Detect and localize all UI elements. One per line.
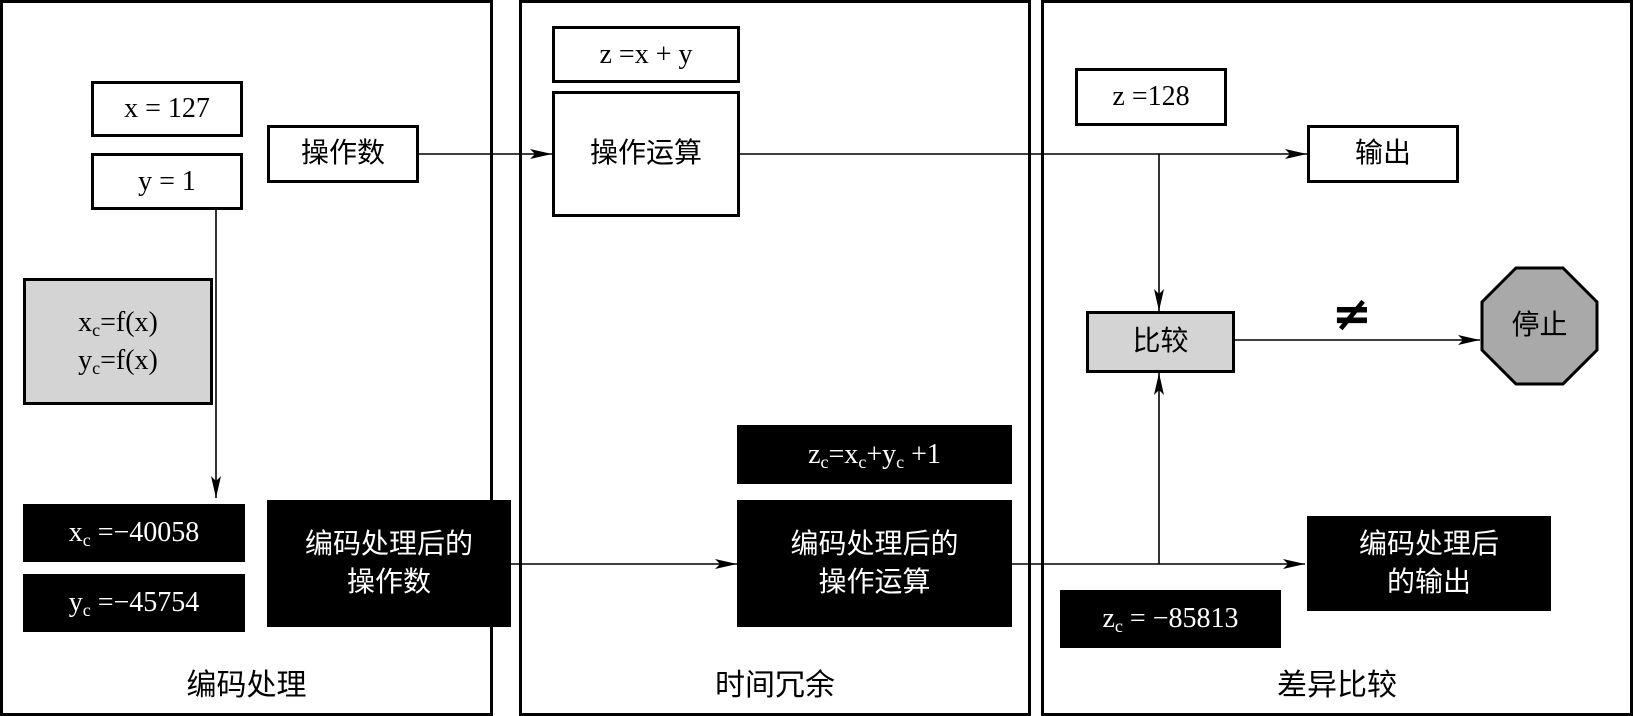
xc-value-text: xc =−40058 [68,517,200,551]
panel-title-time-redundancy: 时间冗余 [715,669,835,702]
output-box: 输出 [1307,125,1459,183]
encoded-operation-line1: 编码处理后的 [790,528,959,560]
yc-function-text: yc=f(x) [78,344,158,378]
xc-value-box: xc =−40058 [23,504,245,562]
operand-box: 操作数 [267,125,419,183]
y-value-box: y = 1 [91,153,243,210]
encoded-output-box: 编码处理后 的输出 [1307,516,1551,611]
encoded-output-line1: 编码处理后 [1358,528,1499,560]
yc-value-box: yc =−45754 [23,574,245,632]
encoded-operand-box: 编码处理后的 操作数 [267,500,511,627]
z-formula-box: z =x + y [552,26,740,83]
stop-text: 停止 [1511,310,1568,342]
z-value-text: z =128 [1112,81,1190,113]
zc-formula-text: zc=xc+yc +1 [808,438,941,472]
zc-value-box: zc = −85813 [1060,590,1281,648]
encoded-output-line2: 的输出 [1386,566,1471,598]
panel-title-compare: 差异比较 [1277,669,1397,702]
panel-title-encode: 编码处理 [186,669,307,702]
y-value-text: y = 1 [138,165,196,197]
operand-text: 操作数 [300,138,385,170]
encoded-operation-box: 编码处理后的 操作运算 [737,500,1012,627]
x-value-box: x = 127 [91,81,243,137]
not-equal-text: ≠ [1331,285,1373,342]
encoded-operand-line1: 编码处理后的 [304,528,473,560]
stop-octagon [1480,266,1599,386]
not-equal-symbol: ≠ [1322,286,1382,342]
compare-box: 比较 [1086,311,1235,373]
operation-box: 操作运算 [552,91,740,217]
xc-function-text: xc=f(x) [78,306,158,340]
z-value-box: z =128 [1075,68,1227,126]
output-text: 输出 [1354,138,1411,170]
zc-value-text: zc = −85813 [1102,603,1239,637]
z-formula-text: z =x + y [599,38,693,70]
operation-text: 操作运算 [589,138,702,170]
compare-text: 比较 [1132,326,1189,358]
encoding-function-box: xc=f(x) yc=f(x) [23,278,213,405]
encoded-operation-line2: 操作运算 [818,566,931,598]
stop-label: 停止 [1482,268,1597,384]
encoded-operand-line2: 操作数 [346,566,431,598]
yc-value-text: yc =−45754 [68,587,200,621]
x-value-text: x = 127 [124,93,210,125]
zc-formula-box: zc=xc+yc +1 [737,425,1012,484]
